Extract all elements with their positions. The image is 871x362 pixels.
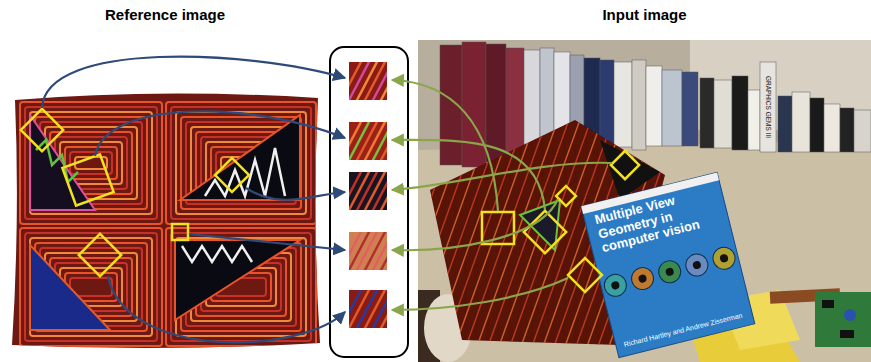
pattern-line [171,107,311,219]
pattern-line [443,100,543,362]
pattern-line [171,233,311,341]
book-spine [700,78,714,148]
spine-title: GRAPHICS GEMS III [760,62,776,152]
patch [349,290,387,328]
pattern-line [476,100,576,362]
match-arrow [392,163,612,190]
patch [349,172,387,210]
pattern-line [30,238,152,336]
feature-square [79,234,121,276]
book-spine [732,76,748,150]
eye-iris [602,272,629,299]
feature-square [215,158,249,192]
pattern-line [30,112,152,214]
pattern-zigzag [182,246,252,262]
eye-pupil [638,274,648,284]
feature-square [568,258,602,292]
pattern-line [487,100,587,362]
book-spine [792,92,810,152]
feature-square [21,109,63,151]
patch-line [380,122,387,160]
eye-pupil [692,260,702,270]
capacitor [844,309,856,321]
feature-square [556,186,576,206]
feature-square [611,151,639,179]
book-spine [486,44,506,162]
book-spine [824,104,840,152]
eye-pupil [719,253,729,263]
book-spine [854,110,871,152]
spine-area: GRAPHICS GEMS III [760,62,776,152]
match-arrow [392,140,545,210]
pattern-line [25,233,157,341]
book-spine [840,108,854,152]
book-cover-area: Multiple View Geometry in computer visio… [581,172,755,357]
patch-line [380,62,387,100]
book-title: Multiple View Geometry in computer visio… [593,185,720,256]
eye-pupil [665,267,675,277]
pattern-triangle [180,115,300,200]
book-spine [462,42,486,167]
match-arrow [246,188,345,200]
image-panel: Input image [418,0,871,29]
pattern-triangle [30,245,110,330]
patch [349,62,387,100]
book-spine [506,48,524,158]
pattern-line [465,100,565,362]
pattern-line [20,102,162,224]
pillow-pattern [20,102,316,346]
feature-square [62,154,113,205]
eye-iris [711,245,738,272]
book-spine [748,90,760,150]
patch-line [380,290,387,328]
input-photo [418,40,871,362]
photo-ground [418,40,871,362]
pattern-line [25,107,157,219]
pattern-line [20,228,162,346]
eye-pupil [611,280,621,290]
image-panel: Reference image [0,0,330,29]
patch-line [380,232,387,270]
panel-heading: Reference image [0,0,330,23]
book-spine [646,66,662,146]
match-arrow [42,57,345,108]
book-spine [614,62,632,147]
book-spine [662,70,682,146]
book-spine [632,60,646,150]
eye-iris [629,265,656,292]
book-spine [682,72,698,146]
chip [822,300,834,308]
book-spine [778,96,792,152]
match-arrow [392,278,568,310]
match-arrow [189,234,345,250]
book-spine [810,98,824,152]
eye-iris [684,252,711,279]
pattern-zigzag [205,148,285,196]
chip [840,330,854,338]
patch-line [380,172,387,210]
pillow-body [12,93,320,348]
pattern-line [176,238,306,336]
patch [349,232,387,270]
match-arrow [392,199,558,250]
eye-iris [656,258,683,285]
pattern-zigzag [36,140,78,182]
book-authors: Richard Hartley and Andrew Zisserman [623,311,745,349]
book [581,172,755,357]
circuit-board [815,292,871,347]
patch [349,122,387,160]
book-spine [760,62,776,152]
match-arrow [95,111,345,156]
reference-pillow [12,93,320,348]
pattern-triangle [175,240,300,320]
book-spine [600,60,614,148]
match-arrow [108,276,345,342]
panel-heading: Input image [418,0,871,23]
book-cover [581,172,755,357]
feature-square [172,224,188,240]
pattern-line [166,102,316,224]
book-spine [714,80,732,148]
